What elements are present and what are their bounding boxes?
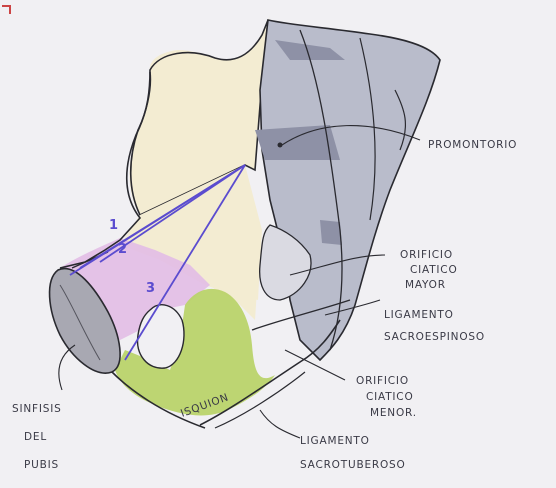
- diameter-number-1: 1: [109, 218, 118, 233]
- leader-sacrotuberoso: [260, 410, 300, 438]
- promontory-dot: [278, 143, 283, 148]
- label-orificio-menor-3: MENOR.: [370, 407, 417, 419]
- label-orificio-mayor-3: MAYOR: [405, 279, 446, 291]
- label-sinfisis-3: PUBIS: [24, 459, 59, 471]
- label-orificio-menor-2: CIATICO: [366, 391, 414, 403]
- label-sacroespinoso-2: SACROESPINOSO: [384, 331, 485, 343]
- corner-mark: [2, 6, 10, 14]
- label-sacrotuberoso-2: SACROTUBEROSO: [300, 459, 406, 471]
- label-orificio-mayor-1: ORIFICIO: [400, 249, 453, 261]
- label-orificio-mayor-2: CIATICO: [410, 264, 458, 276]
- label-sinfisis-1: SINFISIS: [12, 403, 62, 415]
- diameter-number-3: 3: [146, 281, 155, 296]
- label-sacroespinoso-1: LIGAMENTO: [384, 309, 454, 321]
- label-sacrotuberoso-1: LIGAMENTO: [300, 435, 370, 447]
- label-orificio-menor-1: ORIFICIO: [356, 375, 409, 387]
- label-promontorio: PROMONTORIO: [428, 139, 517, 151]
- diameter-number-2: 2: [118, 242, 127, 257]
- label-sinfisis-2: DEL: [24, 431, 47, 443]
